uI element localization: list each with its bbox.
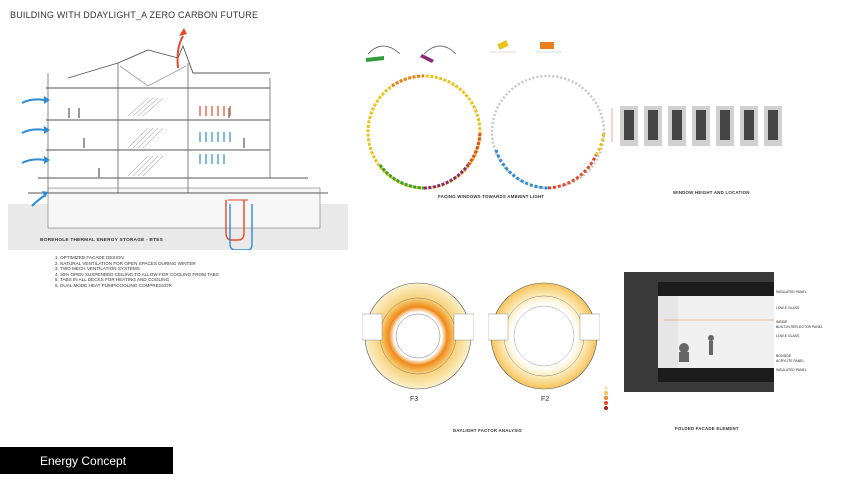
folded-facade-section (624, 272, 774, 392)
energy-notes-list: 1. OPTIMIZED FACADE DESIGN 2. NATURAL VE… (55, 255, 219, 289)
annotation-label: INSULATED PANEL (776, 368, 807, 372)
note-item: 6. DUAL MODE HEAT PUMP/COOLING COMPRESSO… (55, 282, 172, 288)
annotation-label: LOW-E GLASS (776, 306, 800, 310)
orientation-icons (366, 40, 562, 63)
annotation-label: INSULATED PANEL (776, 290, 807, 294)
btes-label: BOREHOLE THERMAL ENERGY STORAGE - BTES (40, 238, 164, 243)
note-item: 1. OPTIMIZED FACADE DESIGN (55, 255, 124, 260)
annotation-label: INSIDE (776, 320, 788, 324)
caption-facing: FACING WINDOWS TOWARDS AMBIENT LIGHT (438, 194, 545, 199)
annotation-label: ACRYLITE PANEL (776, 359, 805, 363)
figure-label-f2: F2 (541, 396, 550, 403)
note-item: 4. 30% OPEN SUSPENDED CEILING TO ALLOW F… (55, 271, 219, 277)
facing-ring-left (366, 74, 482, 190)
note-item: 2. NATURAL VENTILATION FOR OPEN SPACES D… (55, 260, 196, 266)
building-section (8, 28, 348, 250)
note-item: 5. TABS IN ALL DECKS FOR HEATING AND COO… (55, 277, 170, 283)
annotation-label: BUILT-IN REFLECTOR PANEL (776, 325, 823, 329)
caption-window-height: WINDOW HEIGHT AND LOCATION (673, 190, 750, 195)
daylight-f2-plan (488, 282, 600, 390)
figure-label-f3: F3 (410, 396, 419, 403)
annotation-label: LOW-E GLASS (776, 334, 800, 338)
page-title: BUILDING WITH DDAYLIGHT_A ZERO CARBON FU… (10, 10, 259, 20)
facing-ring-right (490, 74, 606, 190)
energy-concept-label: Energy Concept (0, 447, 173, 474)
annotation-label: BOXSIDE (776, 354, 792, 358)
caption-daylight: DAYLIGHT FACTOR ANALYSIS (453, 428, 522, 433)
daylight-f3-plan (362, 282, 474, 390)
note-item: 3. TWO MECH VENTILATION SYSTEMS (55, 266, 140, 272)
caption-folded-facade: FOLDED FACADE ELEMENT (675, 426, 739, 431)
window-height-strip (611, 106, 782, 146)
daylight-legend-scale (604, 386, 608, 410)
